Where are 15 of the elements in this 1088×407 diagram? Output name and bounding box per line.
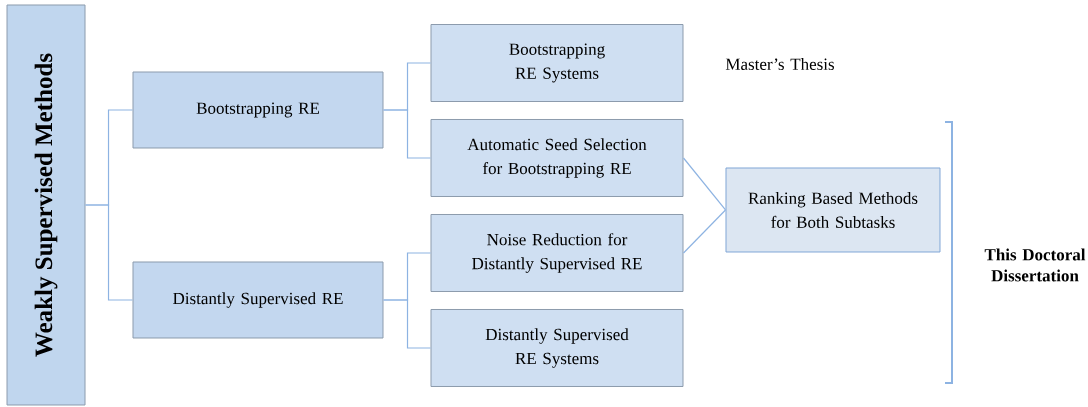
connector-line — [382, 109, 432, 159]
connector-line — [382, 299, 432, 349]
process-box: Bootstrapping RE Systems — [430, 24, 684, 102]
process-box: Noise Reduction for Distantly Supervised RE — [430, 214, 684, 292]
process-box: Distantly Supervised RE — [132, 261, 384, 339]
connector-line — [84, 204, 134, 301]
process-box: Distantly Supervised RE Systems — [430, 309, 684, 387]
process-box: Automatic Seed Selection for Bootstrapping RE — [430, 119, 684, 197]
note-label: Master’s Thesis — [725, 58, 834, 70]
process-box: Ranking Based Methods for Both Subtasks — [725, 167, 941, 253]
vertical-title-box: Weakly Supervised Methods — [6, 4, 86, 406]
process-box: Bootstrapping RE — [132, 71, 384, 149]
connector-line — [682, 157, 727, 211]
connector-line — [682, 209, 727, 254]
bracket-label: This Doctoral Dissertation — [984, 248, 1086, 282]
